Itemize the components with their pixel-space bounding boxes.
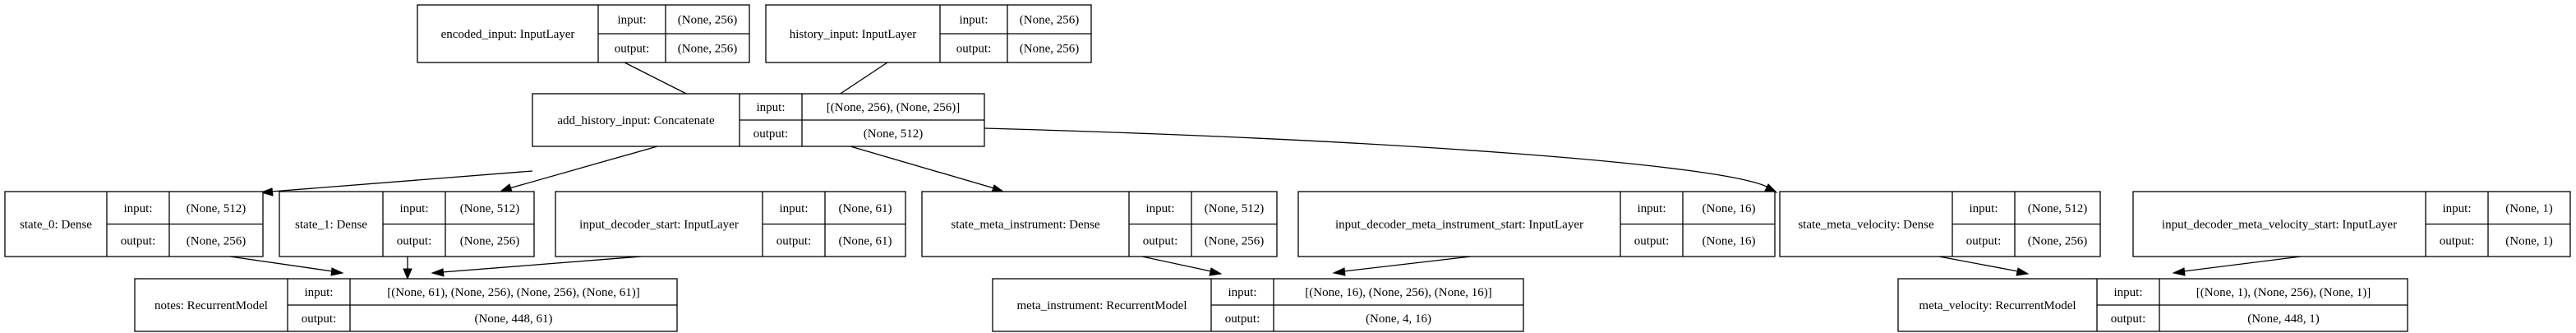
layer-name: meta_instrument: RecurrentModel (1016, 299, 1187, 312)
edge-state-meta-instrument-to-meta-instrument (1141, 256, 1212, 272)
input-shape: (None, 512) (1205, 202, 1264, 215)
layer-node-history-input: history_input: InputLayer input: output: (N… (765, 4, 1092, 63)
arrowhead (2172, 267, 2186, 276)
edge-input-decoder-start-to-notes (441, 256, 642, 273)
output-shape: (None, 256) (2028, 234, 2087, 247)
layer-name: meta_velocity: RecurrentModel (1919, 299, 2076, 312)
input-label: input: (779, 202, 808, 215)
output-label: output: (2440, 234, 2475, 247)
input-shape: (None, 16) (1703, 202, 1756, 215)
edge-add-history-input-to-state-meta-velocity (984, 127, 1769, 188)
edge-add-history-input-to-state-1 (509, 146, 658, 189)
input-label: input: (1637, 202, 1666, 215)
output-label: output: (1225, 312, 1260, 326)
output-label: output: (121, 234, 156, 247)
layer-node-meta-velocity: meta_velocity: RecurrentModel input: outpu… (1897, 278, 2408, 332)
input-shape: (None, 512) (187, 202, 246, 215)
input-label: input: (2442, 202, 2471, 215)
layer-name: history_input: InputLayer (790, 28, 917, 41)
output-shape: (None, 1) (2505, 234, 2552, 247)
input-shape: [(None, 1), (None, 256), (None, 1)] (2196, 286, 2371, 299)
layer-node-input-decoder-meta-velocity-start: input_decoder_meta_velocity_start: Input… (2132, 191, 2571, 257)
input-label: input: (756, 101, 785, 114)
layer-node-state-1: state_1: Dense input: output: (None, 512) (N… (279, 191, 535, 257)
output-label: output: (1966, 234, 2002, 247)
output-shape: (None, 448, 1) (2247, 312, 2319, 326)
output-shape: (None, 256) (1020, 43, 1079, 56)
layer-name: notes: RecurrentModel (154, 299, 268, 312)
edge-add-history-input-to-state-0 (270, 170, 533, 192)
layer-node-add-history-input: add_history_input: Concatenate input: outp… (532, 93, 985, 147)
arrowhead (1209, 267, 1223, 276)
layer-name: state_0: Dense (20, 219, 92, 232)
output-label: output: (2111, 312, 2146, 326)
input-label: input: (617, 14, 646, 27)
output-label: output: (956, 43, 992, 56)
layer-node-state-meta-instrument: state_meta_instrument: Dense input: output… (921, 191, 1278, 257)
input-label: input: (1228, 286, 1256, 299)
layer-node-encoded-input: encoded_input: InputLayer input: output: (N… (417, 4, 750, 63)
layer-name: state_1: Dense (295, 219, 367, 232)
arrowhead (499, 183, 513, 192)
input-label: input: (399, 202, 428, 215)
layer-name: input_decoder_meta_instrument_start: Inp… (1335, 219, 1583, 232)
input-label: input: (1145, 202, 1174, 215)
arrowhead (1332, 267, 1346, 276)
arrowhead (403, 268, 412, 280)
output-shape: (None, 16) (1703, 234, 1756, 247)
input-shape: (None, 1) (2505, 202, 2552, 215)
edge-input-decoder-meta-velocity-start-to-meta-velocity (2182, 256, 2302, 272)
input-shape: [(None, 256), (None, 256)] (827, 101, 960, 114)
input-shape: (None, 256) (678, 14, 737, 27)
layer-name: input_decoder_start: InputLayer (579, 219, 739, 232)
edge-state-meta-velocity-to-meta-velocity (1938, 256, 2019, 272)
input-shape: (None, 512) (2028, 202, 2087, 215)
edge-input-decoder-meta-instrument-start-to-meta-instrument (1343, 256, 1472, 272)
output-shape: (None, 256) (678, 43, 737, 56)
output-label: output: (1143, 234, 1178, 247)
edge-state-0-to-notes (229, 256, 334, 272)
layer-node-input-decoder-meta-instrument-start: input_decoder_meta_instrument_start: Inp… (1297, 191, 1776, 257)
layer-node-meta-instrument: meta_instrument: RecurrentModel input: out… (992, 278, 1524, 332)
output-label: output: (1634, 234, 1670, 247)
layer-name: state_meta_velocity: Dense (1798, 219, 1934, 232)
arrowhead (2016, 267, 2030, 276)
arrowhead (260, 187, 274, 197)
edge-add-history-input-to-state-meta-instrument (850, 146, 995, 189)
output-shape: (None, 256) (187, 234, 246, 247)
output-shape: (None, 256) (460, 234, 519, 247)
input-shape: (None, 256) (1020, 14, 1079, 27)
output-shape: (None, 61) (839, 234, 892, 247)
input-shape: [(None, 61), (None, 256), (None, 256), (… (387, 286, 639, 299)
output-label: output: (302, 312, 337, 326)
output-shape: (None, 512) (864, 127, 923, 141)
output-shape: (None, 256) (1205, 234, 1264, 247)
input-label: input: (959, 14, 988, 27)
arrowhead (431, 268, 445, 277)
input-shape: (None, 512) (460, 202, 519, 215)
layer-name: input_decoder_meta_velocity_start: Input… (2162, 219, 2397, 232)
output-label: output: (615, 43, 650, 56)
layer-node-state-meta-velocity: state_meta_velocity: Dense input: output: (… (1779, 191, 2101, 257)
output-label: output: (397, 234, 432, 247)
layer-name: encoded_input: InputLayer (441, 28, 575, 41)
arrowhead (330, 267, 344, 276)
input-shape: [(None, 16), (None, 256), (None, 16)] (1305, 286, 1491, 299)
output-label: output: (776, 234, 812, 247)
output-label: output: (753, 127, 789, 141)
input-label: input: (1969, 202, 1998, 215)
input-label: input: (304, 286, 333, 299)
output-shape: (None, 448, 61) (475, 312, 553, 326)
layer-name: add_history_input: Concatenate (557, 114, 715, 127)
layer-name: state_meta_instrument: Dense (951, 219, 1100, 232)
input-label: input: (123, 202, 152, 215)
nodes: encoded_input: InputLayer input: output: (N… (4, 4, 2571, 332)
layer-node-input-decoder-start: input_decoder_start: InputLayer input: out… (555, 191, 906, 257)
input-label: input: (2113, 286, 2142, 299)
input-shape: (None, 61) (839, 202, 892, 215)
layer-node-state-0: state_0: Dense input: output: (None, 512) (N… (4, 191, 264, 257)
layer-node-notes: notes: RecurrentModel input: output: [(None… (134, 278, 678, 332)
output-shape: (None, 4, 16) (1366, 312, 1431, 326)
